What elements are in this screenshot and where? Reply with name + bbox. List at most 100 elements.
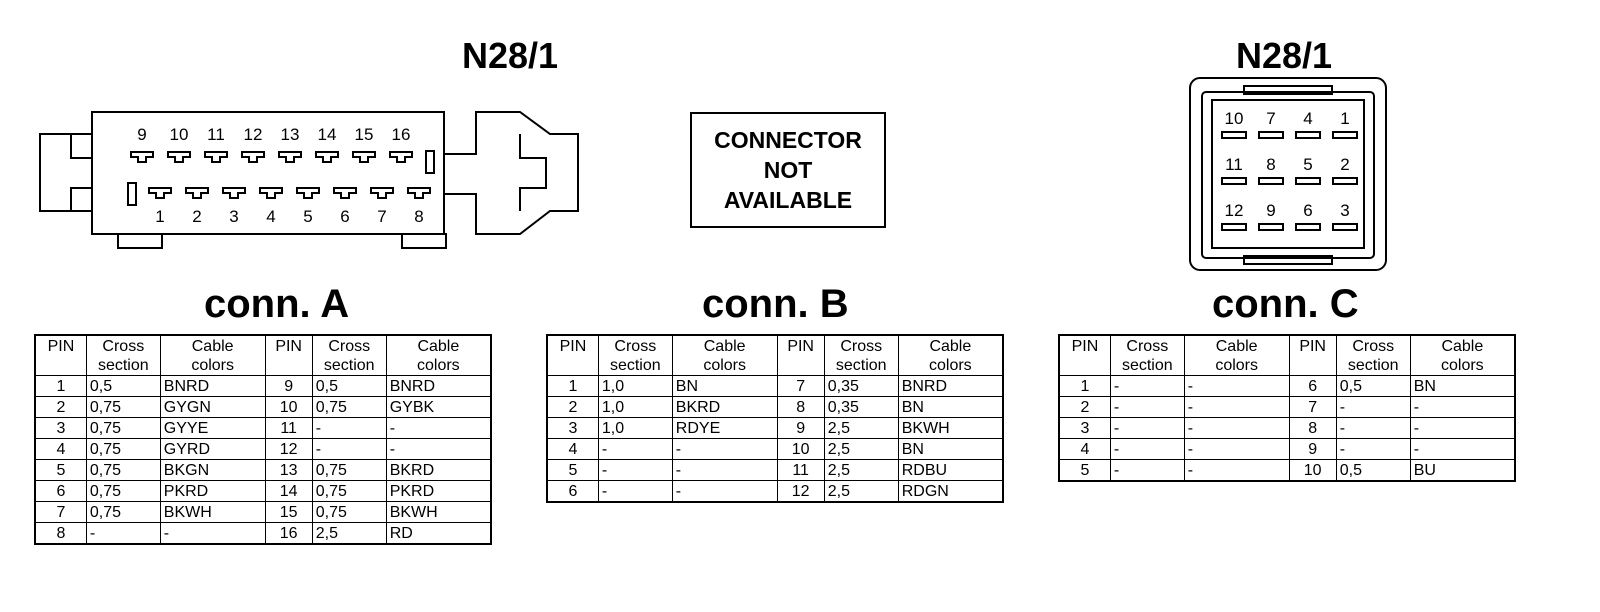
pin-terminal-icon	[167, 151, 191, 163]
pin-terminal-icon	[1258, 177, 1284, 185]
table-row: 4--9--	[1058, 438, 1516, 460]
cross-section-cell: -	[311, 417, 387, 439]
conn-c-label: conn. C	[1212, 282, 1359, 326]
cross-section-cell: -	[1335, 438, 1411, 460]
cable-color-cell: BNRD	[159, 375, 266, 397]
pin-terminal-icon	[370, 187, 394, 199]
cable-color-cell: BU	[1409, 459, 1516, 482]
connector-a-title: N28/1	[462, 35, 559, 76]
cable-color-cell: -	[1183, 375, 1290, 397]
cable-color-cell: BN	[1409, 375, 1516, 397]
pin-label: 2	[192, 207, 201, 226]
pin-number-cell: 7	[776, 375, 825, 397]
pin-number-cell: 10	[776, 438, 825, 460]
pin-number-cell: 3	[546, 417, 599, 439]
cable-color-cell: -	[1183, 417, 1290, 439]
pin-number-cell: 9	[264, 375, 313, 397]
cross-section-cell: -	[1109, 375, 1185, 397]
pin-number-cell: 9	[1288, 438, 1337, 460]
cross-section-cell: -	[1335, 396, 1411, 418]
cable-color-cell: -	[671, 459, 778, 481]
pin-number-cell: 10	[264, 396, 313, 418]
cross-section-cell: 0,35	[823, 375, 899, 397]
cable-color-cell: PKRD	[385, 480, 492, 502]
pin-number-cell: 5	[34, 459, 87, 481]
cable-color-cell: BNRD	[897, 375, 1004, 397]
cross-section-cell: 0,5	[1335, 459, 1411, 482]
pin-number-cell: 12	[776, 480, 825, 503]
pin-terminal-icon	[1295, 131, 1321, 139]
conn-a-label: conn. A	[204, 282, 350, 326]
cable-color-cell: BKRD	[385, 459, 492, 481]
pin-label: 14	[318, 125, 337, 144]
pin-number-cell: 8	[34, 522, 87, 545]
cross-section-cell: 0,75	[85, 438, 161, 460]
pin-number-cell: 1	[546, 375, 599, 397]
pin-number-cell: 16	[264, 522, 313, 545]
cross-section-cell: 0,5	[311, 375, 387, 397]
pin-number-cell: 11	[776, 459, 825, 481]
cable-color-cell: RDGN	[897, 480, 1004, 503]
pin-number-cell: 5	[1058, 459, 1111, 482]
cable-color-cell: -	[1409, 396, 1516, 418]
pin-label: 7	[377, 207, 386, 226]
cross-section-cell: 0,5	[85, 375, 161, 397]
cable-color-cell: RD	[385, 522, 492, 545]
connector-a-key-bottom	[127, 182, 137, 206]
pin-label: 4	[1303, 109, 1312, 128]
cable-color-cell: -	[1183, 438, 1290, 460]
cross-section-cell: -	[1109, 438, 1185, 460]
cross-section-cell: 1,0	[597, 417, 673, 439]
cable-color-cell: BN	[897, 438, 1004, 460]
pin-label: 6	[340, 207, 349, 226]
cross-section-cell: -	[1109, 396, 1185, 418]
cross-section-cell: 0,5	[1335, 375, 1411, 397]
pin-label: 11	[1225, 155, 1243, 174]
conn-b-label: conn. B	[702, 282, 849, 326]
table-row: 3--8--	[1058, 417, 1516, 439]
cable-color-cell: -	[385, 417, 492, 439]
pin-number-cell: 9	[776, 417, 825, 439]
pin-terminal-icon	[1221, 177, 1247, 185]
pin-terminal-icon	[1221, 131, 1247, 139]
pin-terminal-icon	[315, 151, 339, 163]
cable-color-cell: BN	[897, 396, 1004, 418]
pin-terminal-icon	[1258, 131, 1284, 139]
pin-number-cell: 2	[1058, 396, 1111, 418]
pin-number-cell: 6	[546, 480, 599, 503]
connector-c-title: N28/1	[1236, 35, 1333, 76]
cross-section-cell: 0,75	[311, 459, 387, 481]
cable-color-cell: BKWH	[159, 501, 266, 523]
pin-number-cell: 3	[1058, 417, 1111, 439]
pin-number-cell: 4	[1058, 438, 1111, 460]
cross-section-cell: -	[597, 459, 673, 481]
pin-label: 3	[229, 207, 238, 226]
pin-terminal-icon	[130, 151, 154, 163]
cable-color-cell: -	[1183, 396, 1290, 418]
pin-number-cell: 10	[1288, 459, 1337, 482]
cable-color-cell: -	[671, 480, 778, 503]
pin-terminal-icon	[352, 151, 376, 163]
pin-label: 9	[137, 125, 146, 144]
cross-section-cell: 1,0	[597, 375, 673, 397]
cross-section-cell: 0,75	[85, 417, 161, 439]
